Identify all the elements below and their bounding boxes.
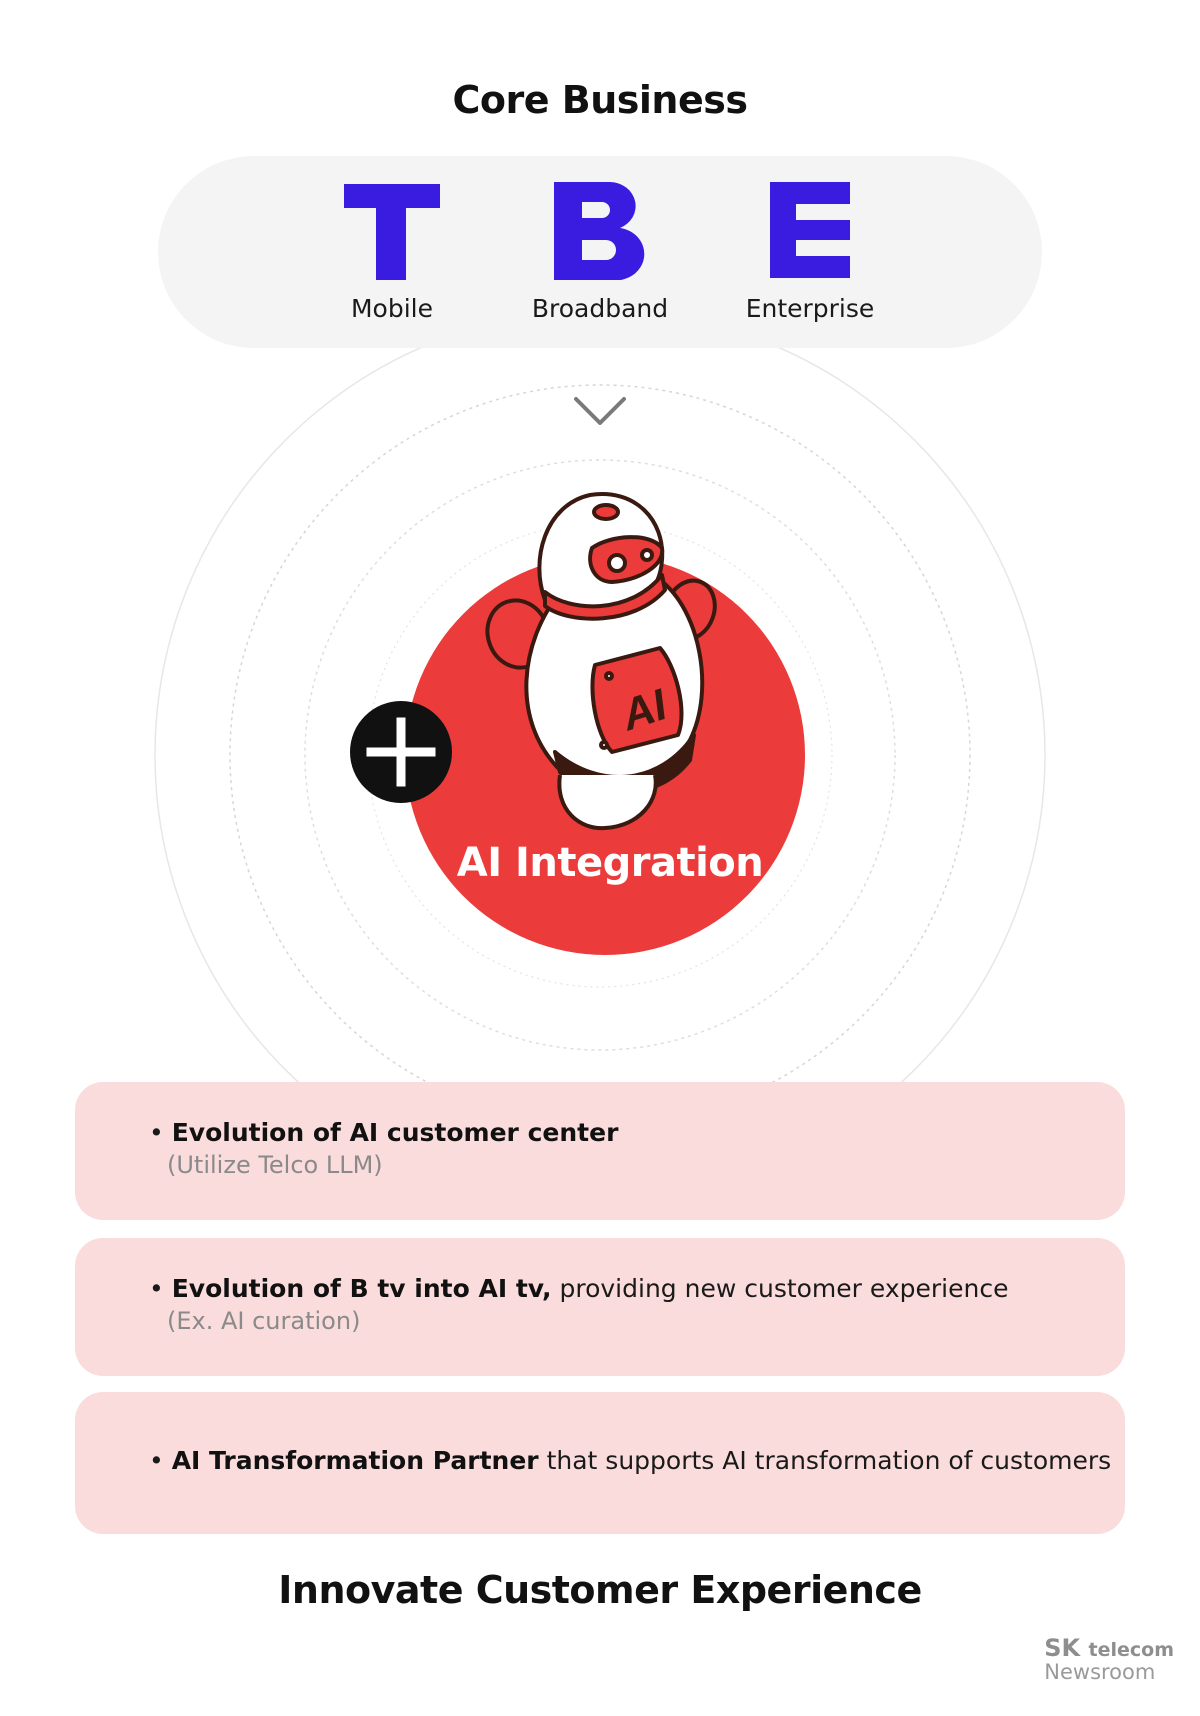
inner-ring: [304, 459, 896, 1051]
benefit-card-3: • AI Transformation Partner that support…: [75, 1392, 1125, 1534]
benefit-card-2: • Evolution of B tv into AI tv, providin…: [75, 1238, 1125, 1376]
core-business-title: Core Business: [452, 78, 748, 122]
brand-logo: SK telecom Newsroom: [1044, 1634, 1174, 1684]
card-1-line: • Evolution of AI customer center: [149, 1118, 619, 1147]
ai-integration-graphic: AI: [350, 492, 805, 955]
card-2-bold: Evolution of B tv into AI tv,: [171, 1274, 552, 1303]
enterprise-e-icon: [770, 182, 850, 278]
card-3-bold: AI Transformation Partner: [171, 1446, 539, 1475]
brand-subtitle: Newsroom: [1044, 1660, 1156, 1684]
card-1-sub: (Utilize Telco LLM): [167, 1151, 383, 1179]
card-2-rest: providing new customer experience: [551, 1274, 1009, 1303]
benefit-card-1: • Evolution of AI customer center (Utili…: [75, 1082, 1125, 1220]
business-broadband: Broadband: [500, 180, 700, 323]
card-3-line: • AI Transformation Partner that support…: [149, 1446, 1112, 1475]
card-2-line: • Evolution of B tv into AI tv, providin…: [149, 1274, 1009, 1303]
brand-logo-text: SK telecom: [1044, 1634, 1174, 1662]
core-business-pill: Mobile Broadband Enterprise: [158, 156, 1042, 348]
broadband-b-icon: [554, 182, 645, 281]
business-mobile: Mobile: [292, 180, 492, 323]
card-1-bold: Evolution of AI customer center: [171, 1118, 619, 1147]
card-3-rest: that supports AI transformation of custo…: [538, 1446, 1112, 1475]
ai-integration-label: AI Integration: [456, 840, 764, 886]
plus-icon: [366, 717, 436, 787]
card-2-sub: (Ex. AI curation): [167, 1307, 361, 1335]
chevron-down-icon: [574, 397, 626, 425]
business-enterprise: Enterprise: [710, 180, 910, 323]
mobile-t-icon: [344, 184, 440, 280]
business-label-mobile: Mobile: [350, 294, 433, 323]
business-label-broadband: Broadband: [531, 294, 669, 323]
robot-illustration: [485, 492, 717, 831]
bottom-title: Innovate Customer Experience: [278, 1568, 922, 1612]
middle-ring: [229, 384, 971, 1126]
business-label-enterprise: Enterprise: [745, 294, 875, 323]
